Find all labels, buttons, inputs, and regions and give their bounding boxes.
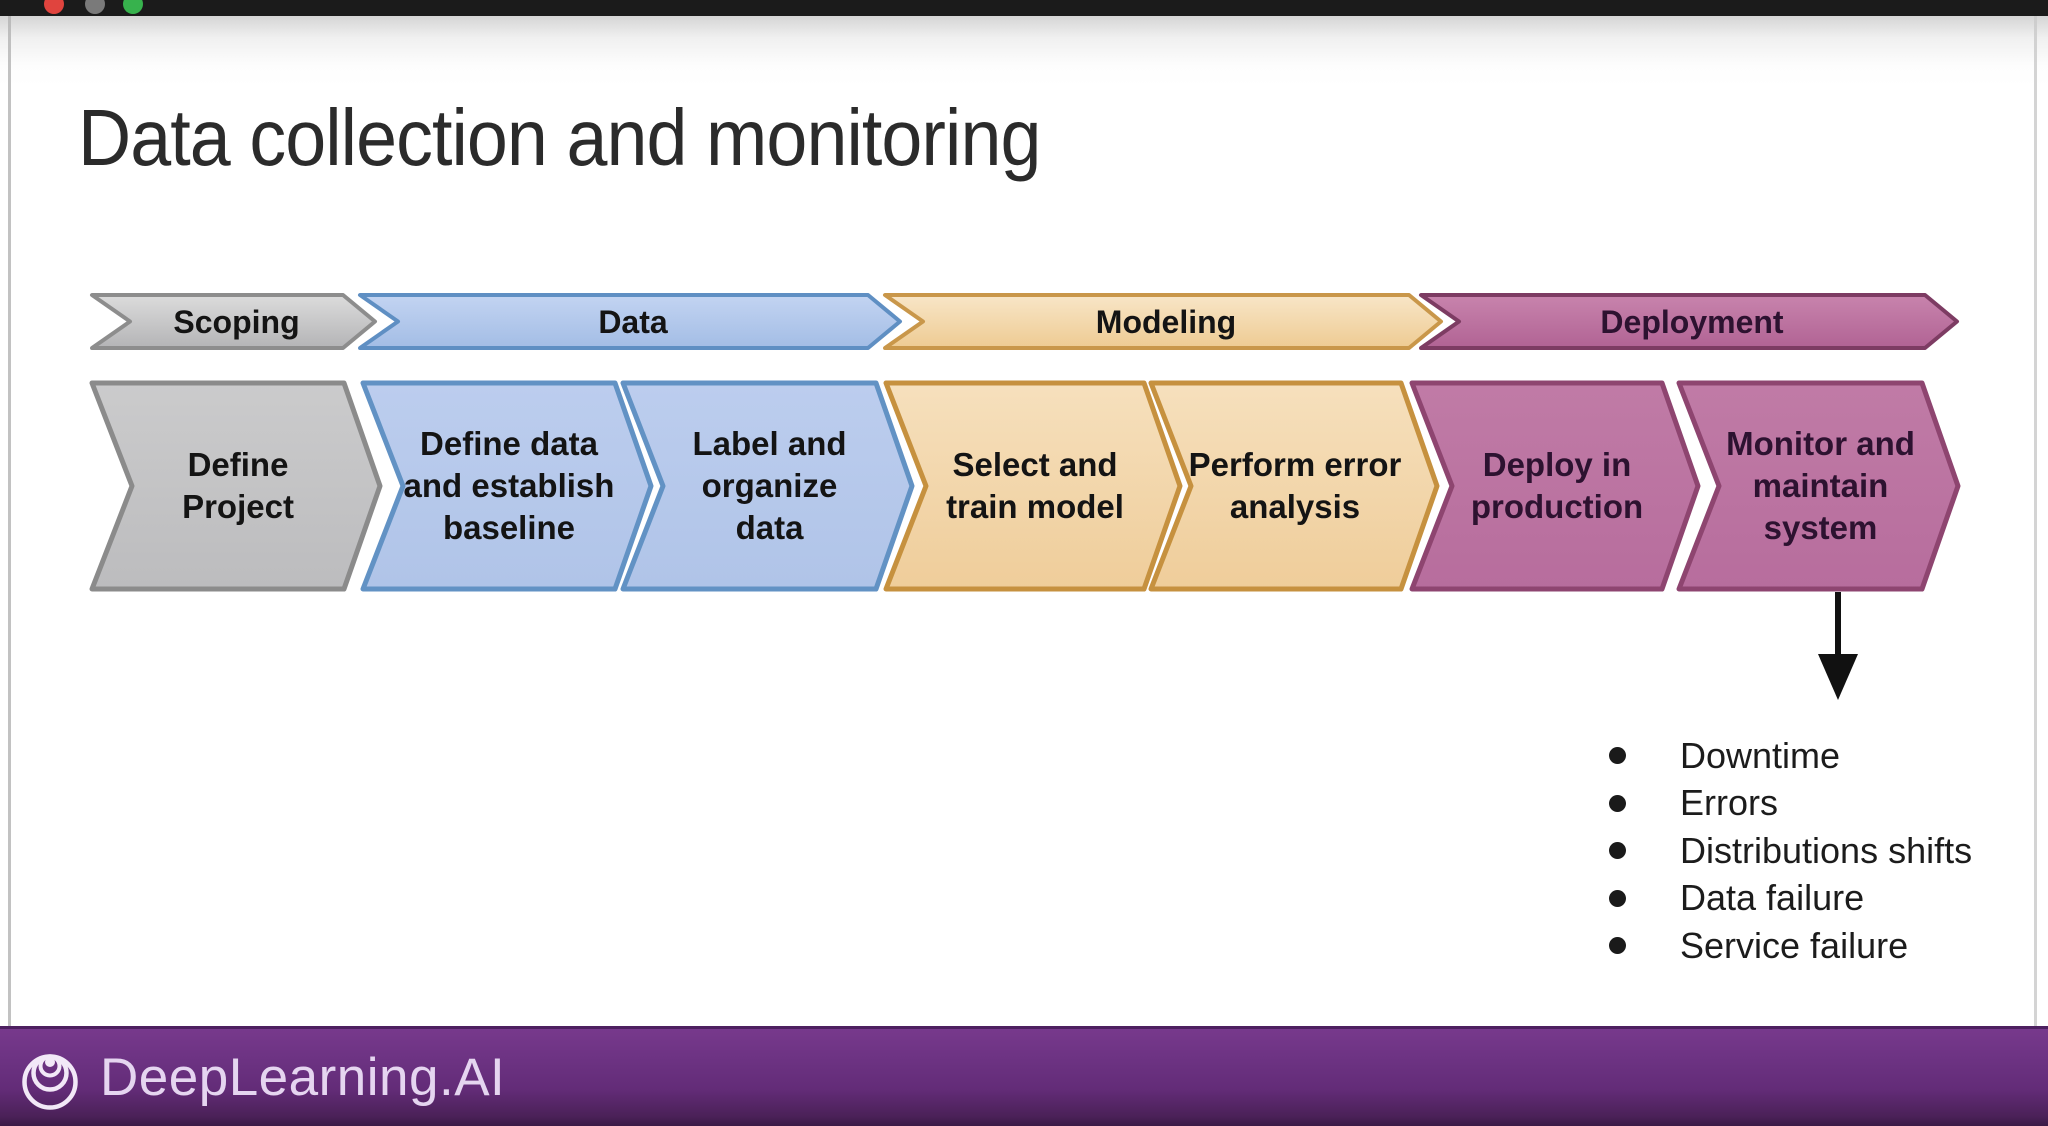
- step-monitor-maintain-system-chevron: [1676, 380, 1961, 592]
- stage-deployment-chevron: [1419, 293, 1959, 350]
- list-item-text: Downtime: [1680, 734, 1841, 776]
- stage-scoping-chevron: [90, 293, 377, 350]
- close-button[interactable]: [44, 0, 64, 14]
- bullet-icon: [1609, 747, 1626, 765]
- stage-label-modeling: Modeling: [1095, 303, 1237, 340]
- stage-label-deployment: Deployment: [1600, 303, 1784, 340]
- list-item: Downtime: [1600, 732, 2040, 780]
- step-select-train-model-chevron: [883, 380, 1183, 592]
- bullet-icon: [1609, 794, 1626, 812]
- stage-modeling-chevron: [883, 293, 1443, 350]
- bullet-icon: [1609, 937, 1626, 955]
- stage-label-data: Data: [598, 303, 668, 340]
- step-define-project-chevron: [89, 380, 383, 592]
- list-item: Data failure: [1600, 875, 2040, 923]
- monitoring-list: Downtime Errors Distributions shifts Dat…: [1600, 732, 2040, 970]
- list-item-text: Errors: [1680, 782, 1778, 824]
- deeplearning-ai-logo-icon: [22, 1054, 78, 1110]
- slide-right-edge: [2034, 16, 2037, 1026]
- maximize-button[interactable]: [123, 0, 143, 14]
- step-label-define-data-baseline: Define data and establish baseline: [403, 424, 615, 547]
- list-item: Errors: [1600, 780, 2040, 828]
- down-arrow-icon: [1818, 592, 1858, 700]
- list-item-text: Data failure: [1680, 877, 1865, 919]
- brand-footer: DeepLearning.AI: [0, 1026, 2048, 1126]
- bullet-icon: [1609, 889, 1626, 907]
- window-titlebar: [0, 0, 2048, 16]
- step-deploy-in-production-chevron: [1409, 380, 1701, 592]
- list-item-text: Distributions shifts: [1680, 829, 1973, 871]
- step-label-label-organize-data: Label and organize data: [692, 424, 847, 547]
- list-item: Service failure: [1600, 922, 2040, 970]
- page-title: Data collection and monitoring: [78, 93, 1041, 182]
- step-label-select-train-model: Select and train model: [946, 445, 1124, 525]
- step-label-perform-error-analysis: Perform error analysis: [1188, 445, 1402, 525]
- step-label-monitor-maintain-system: Monitor and maintain system: [1726, 424, 1915, 547]
- stage-label-scoping: Scoping: [173, 303, 300, 340]
- bullet-icon: [1609, 842, 1626, 860]
- step-perform-error-analysis-chevron: [1148, 380, 1440, 592]
- list-item-text: Service failure: [1680, 924, 1909, 966]
- minimize-button[interactable]: [85, 0, 105, 14]
- step-label-define-project: Define Project: [182, 445, 294, 525]
- step-label-organize-data-chevron: [620, 380, 915, 592]
- stage-data-chevron: [358, 293, 902, 350]
- brand-name: DeepLearning.AI: [100, 1048, 506, 1107]
- step-define-data-baseline-chevron: [360, 380, 654, 592]
- slide-left-edge: [8, 16, 11, 1026]
- step-label-deploy-in-production: Deploy in production: [1470, 445, 1644, 525]
- list-item: Distributions shifts: [1600, 827, 2040, 875]
